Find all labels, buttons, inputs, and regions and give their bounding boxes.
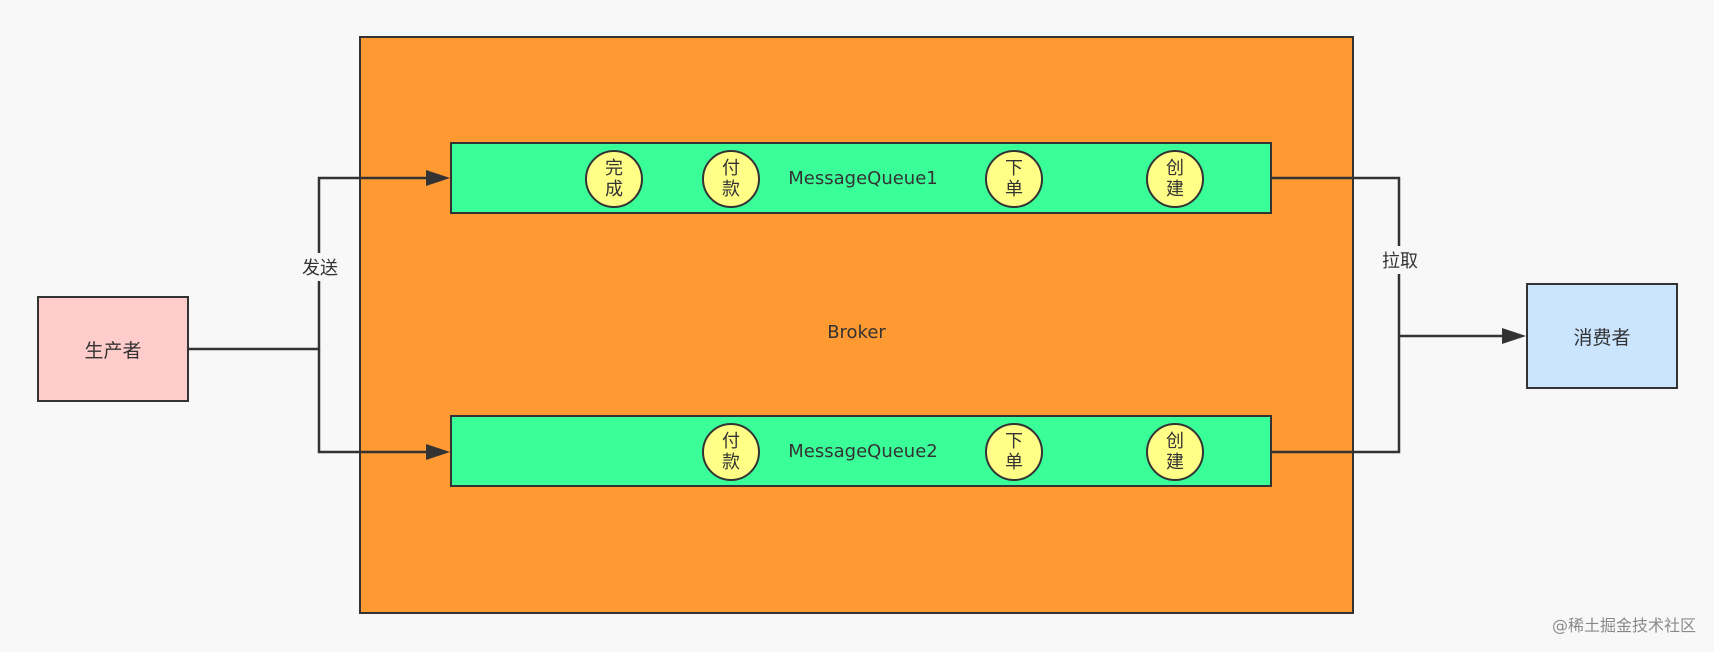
watermark: @稀土掘金技术社区	[1551, 616, 1696, 635]
message-node: 创 建	[1146, 423, 1204, 481]
arrowhead-icon	[1502, 328, 1526, 344]
message-node: 付 款	[702, 423, 760, 481]
pull-label: 拉取	[1382, 246, 1418, 274]
broker-label: Broker	[827, 322, 886, 343]
producer-box: 生产者	[37, 296, 189, 402]
message-queue-1: 完 成 付 款 MessageQueue1 下 单 创 建	[450, 142, 1272, 214]
message-node: 下 单	[985, 150, 1043, 208]
message-node: 付 款	[702, 150, 760, 208]
message-node: 下 单	[985, 423, 1043, 481]
broker-box: Broker	[359, 36, 1354, 614]
message-node: 创 建	[1146, 150, 1204, 208]
consumer-label: 消费者	[1573, 326, 1631, 349]
queue-label: MessageQueue1	[788, 168, 938, 189]
consumer-box: 消费者	[1526, 283, 1678, 389]
send-label: 发送	[302, 253, 338, 281]
message-node: 完 成	[585, 150, 643, 208]
queue-label: MessageQueue2	[788, 441, 938, 462]
message-queue-2: 付 款 MessageQueue2 下 单 创 建	[450, 415, 1272, 487]
producer-label: 生产者	[84, 339, 142, 362]
